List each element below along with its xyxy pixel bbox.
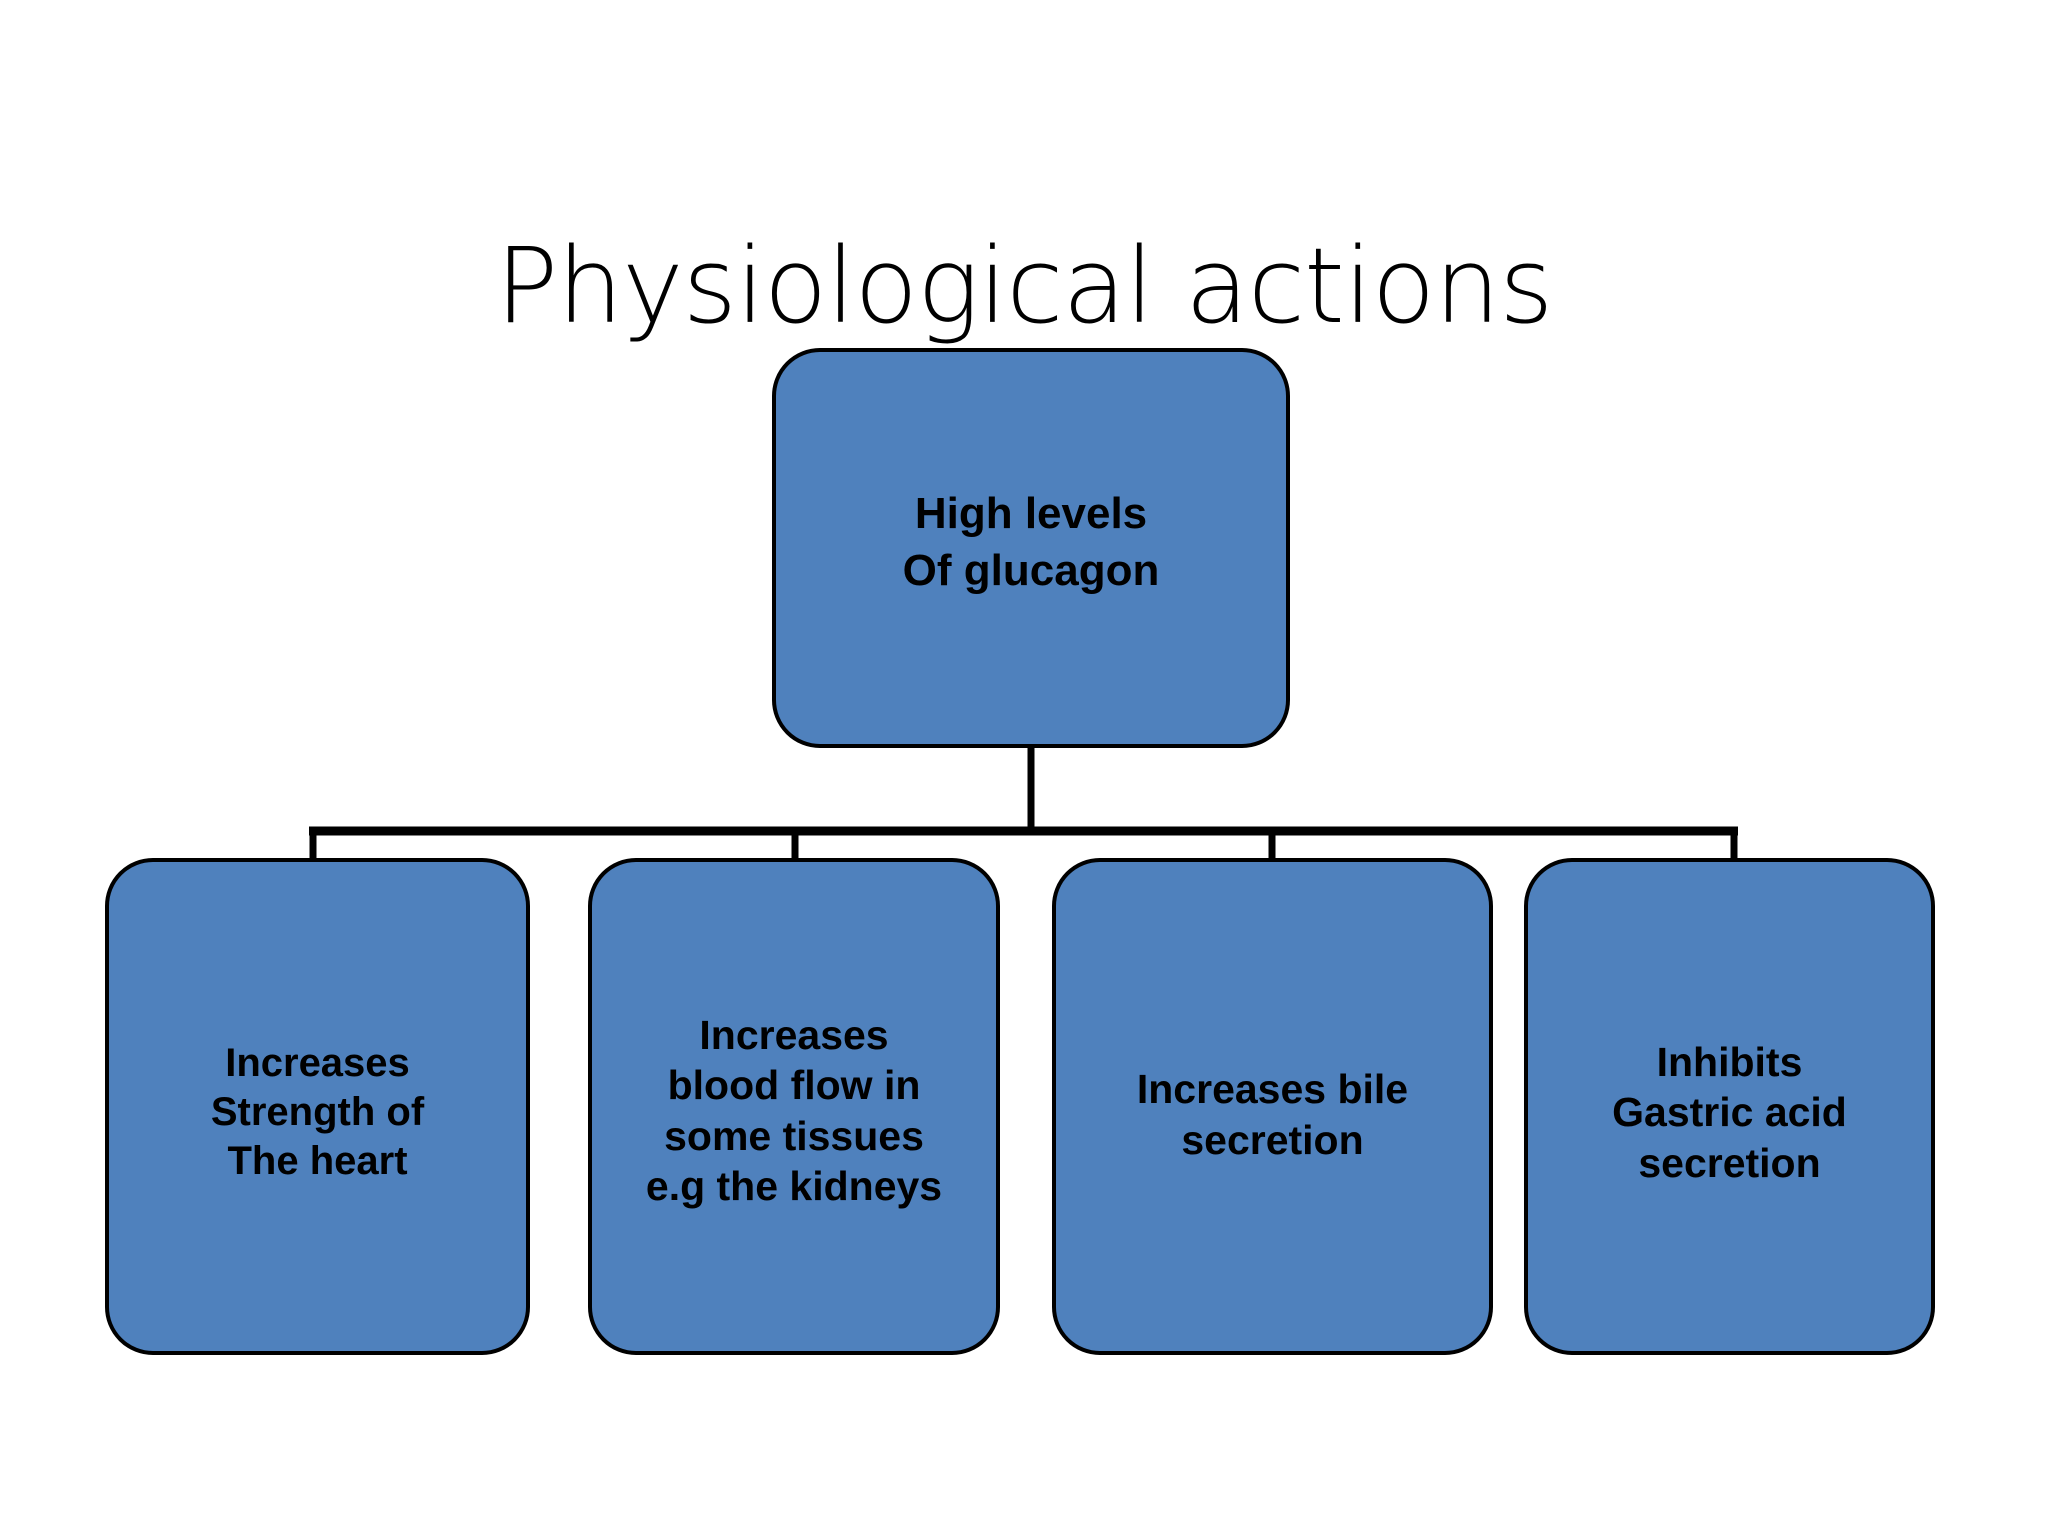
- node-child-1-label: Increases blood flow in some tissues e.g…: [645, 1012, 943, 1209]
- node-child-2-label: Increases bile secretion: [1136, 1066, 1409, 1163]
- node-child-0-label: Increases Strength of The heart: [210, 1041, 425, 1183]
- node-child-inhibits-gastric-acid-secretion[interactable]: Inhibits Gastric acid secretion: [1524, 858, 1935, 1355]
- node-child-3-label: Inhibits Gastric acid secretion: [1612, 1039, 1847, 1186]
- node-child-increases-blood-flow[interactable]: Increases blood flow in some tissues e.g…: [588, 858, 1000, 1355]
- node-child-increases-bile-secretion[interactable]: Increases bile secretion: [1052, 858, 1493, 1355]
- node-root-label: High levels Of glucagon: [902, 488, 1160, 595]
- page-title: Physiological actions: [495, 225, 1554, 347]
- node-root-high-levels-of-glucagon[interactable]: High levels Of glucagon: [772, 348, 1290, 748]
- node-child-increases-strength-of-the-heart[interactable]: Increases Strength of The heart: [105, 858, 530, 1355]
